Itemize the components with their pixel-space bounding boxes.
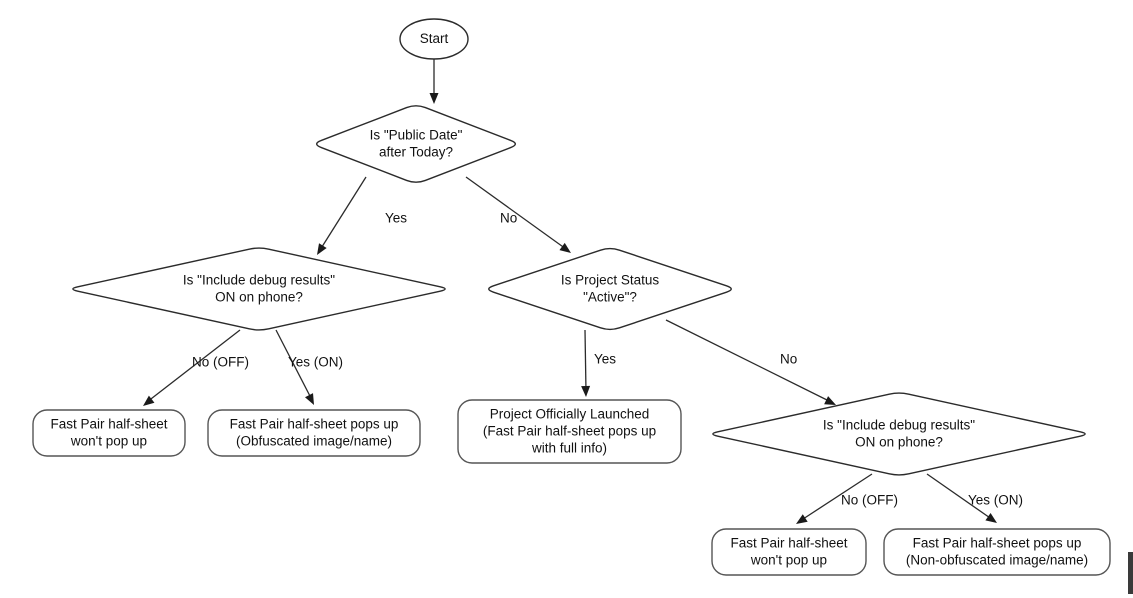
edge-line [146,329,241,403]
edge-debug-right-yes-on: Yes (ON) [926,473,1023,523]
start-ellipse[interactable] [399,18,469,60]
edge-line [465,176,567,250]
node-start[interactable]: Start [399,18,469,60]
arrow-head-icon [985,513,997,523]
outcome-box[interactable] [711,528,867,576]
edge-line [319,176,367,251]
edge-line [665,319,832,403]
arrow-head-icon [581,385,591,397]
node-public-date-decision[interactable]: Is "Public Date"after Today? [316,105,516,183]
edge-project-status-yes: Yes [581,329,616,397]
node-outcome-project-launched[interactable]: Project Officially Launched(Fast Pair ha… [457,399,682,464]
page-edge-mark [1128,552,1133,594]
outcome-box[interactable] [32,409,186,457]
edge-public-date-yes: Yes [317,176,407,255]
outcome-label: Project Officially Launched(Fast Pair ha… [483,406,656,455]
arrow-head-icon [317,243,327,255]
node-layer: Start Is "Public Date"after Today? Is "I… [32,18,1111,576]
start-label: Start [420,31,449,46]
decision-diamond[interactable] [72,247,446,331]
outcome-box[interactable] [457,399,682,464]
node-outcome-obfuscated-popup[interactable]: Fast Pair half-sheet pops up(Obfuscated … [207,409,421,457]
edge-debug-left-yes-on: Yes (ON) [275,329,343,405]
arrow-head-icon [824,396,836,405]
outcome-label: Fast Pair half-sheet pops up(Non-obfusca… [906,535,1088,567]
edge-line [799,473,873,522]
edge-line [275,329,313,401]
arrow-head-icon [143,395,155,406]
decision-diamond[interactable] [712,392,1086,476]
edge-public-date-no: No [465,176,571,253]
decision-label: Is "Public Date"after Today? [370,127,463,159]
outcome-box[interactable] [883,528,1111,576]
arrow-head-icon [796,514,808,524]
edge-label-yes: Yes [385,211,407,226]
node-debug-results-decision-right[interactable]: Is "Include debug results"ON on phone? [712,392,1086,476]
node-debug-results-decision-left[interactable]: Is "Include debug results"ON on phone? [72,247,446,331]
edge-layer: Yes No No (OFF) Yes (ON) Yes No [143,59,1023,524]
decision-label: Is "Include debug results"ON on phone? [823,417,975,449]
arrow-head-icon [304,393,314,405]
node-outcome-non-obfuscated-popup[interactable]: Fast Pair half-sheet pops up(Non-obfusca… [883,528,1111,576]
edge-line [926,473,994,521]
edge-debug-right-no-off: No (OFF) [796,473,898,524]
edge-project-status-no: No [665,319,836,405]
decision-label: Is Project Status"Active"? [561,272,660,304]
edge-line [584,329,587,393]
outcome-box[interactable] [207,409,421,457]
decision-diamond[interactable] [316,105,516,183]
edge-debug-left-no-off: No (OFF) [143,329,249,406]
edge-label-yes-on: Yes (ON) [288,355,343,370]
edge-label-yes: Yes [594,352,616,367]
edge-start-to-public-date [429,59,439,104]
arrow-head-icon [559,242,571,253]
arrow-head-icon [429,93,439,104]
edge-label-no-off: No (OFF) [192,355,249,370]
edge-label-no: No [500,211,517,226]
outcome-label: Fast Pair half-sheet pops up(Obfuscated … [230,416,399,448]
decision-diamond[interactable] [488,247,732,331]
edge-label-yes-on: Yes (ON) [968,493,1023,508]
node-project-status-decision[interactable]: Is Project Status"Active"? [488,247,732,331]
edge-label-no: No [780,352,797,367]
decision-label: Is "Include debug results"ON on phone? [183,272,335,304]
edge-label-no-off: No (OFF) [841,493,898,508]
